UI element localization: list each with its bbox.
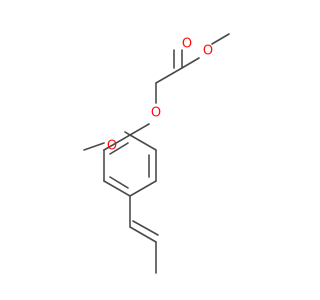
ring-bond-c6-c1 [103, 134, 131, 151]
bond-ring-methoxy-o [124, 131, 131, 136]
bond-methyl-ester-o [211, 33, 230, 45]
atom-ester-ether-o: O [203, 44, 213, 59]
atom-methoxy-o: O [107, 139, 117, 154]
atom-aryl-ether-o: O [151, 106, 161, 121]
bond-propenyl-double-2 [132, 220, 159, 236]
ring-bond-c1-c2 [129, 134, 157, 151]
bond-methoxy-o-methyl [83, 142, 105, 151]
bond-aryl-o-ring [129, 123, 150, 136]
atom-ester-carbonyl-o: O [182, 37, 192, 52]
ring-bond-c4-c5 [103, 180, 131, 197]
molecule-structure-diagram: O O O O [83, 33, 230, 274]
ring-inner-double-c4-c5 [109, 176, 129, 189]
bond-ester-o-carbonyl-c [181, 57, 200, 69]
ring-bond-c3-c4 [129, 180, 157, 197]
bond-carbonyl-ch2 [155, 67, 183, 84]
ring-inner-double-c6-c1 [109, 142, 129, 155]
bond-propenyl-double-1 [129, 226, 157, 243]
